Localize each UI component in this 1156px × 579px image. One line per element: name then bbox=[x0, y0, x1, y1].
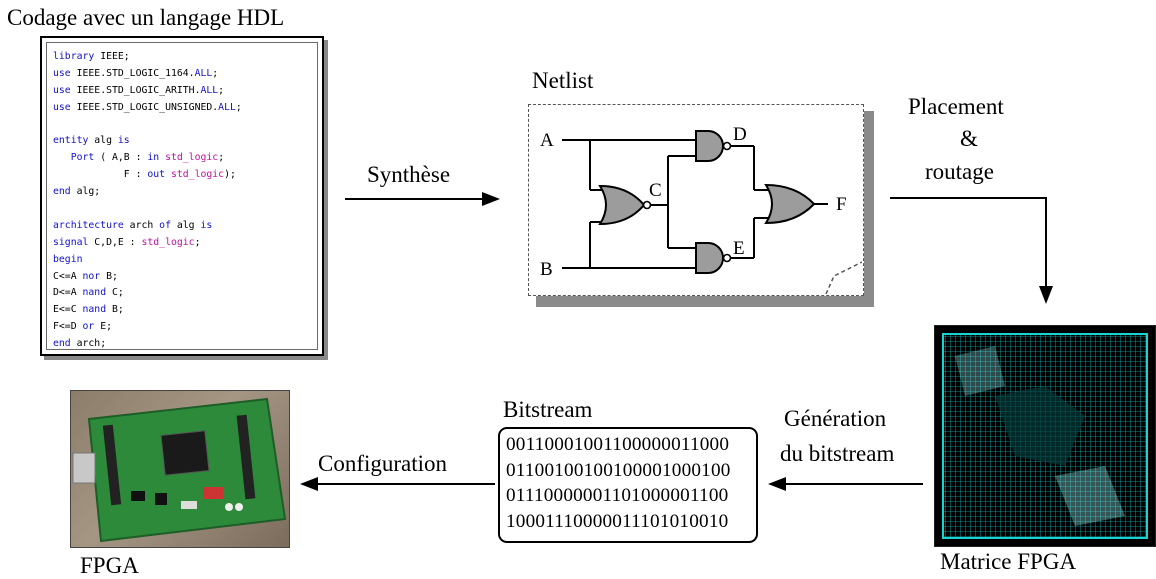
code-line: F<=D or E; bbox=[53, 321, 112, 333]
hdl-title: Codage avec un langage HDL bbox=[7, 5, 285, 30]
nand-gate-e bbox=[695, 242, 732, 274]
signal-e-label: E bbox=[733, 238, 745, 259]
configuration-label: Configuration bbox=[318, 451, 448, 476]
code-line: C<=A nor B; bbox=[53, 270, 118, 282]
arrow-configuration bbox=[300, 477, 495, 491]
signal-b-label: B bbox=[540, 259, 553, 280]
bitstream-line: 01110000001101000001100 bbox=[506, 485, 729, 506]
fpga-board-illustration bbox=[72, 397, 287, 543]
bitstream-line: 00110001001100000011000 bbox=[506, 434, 730, 455]
code-line: end arch; bbox=[53, 338, 107, 350]
arrow-synthesis bbox=[345, 192, 500, 206]
synthesis-label: Synthèse bbox=[367, 162, 451, 187]
nand-gate-d bbox=[695, 130, 732, 162]
code-line: signal C,D,E : std_logic; bbox=[53, 236, 201, 248]
bitstream-box: 00110001001100000011000 01100100100100001… bbox=[498, 427, 758, 543]
code-line: entity alg is bbox=[53, 135, 130, 147]
arrow-placement bbox=[890, 197, 1053, 304]
code-line: architecture arch of alg is bbox=[53, 219, 213, 231]
fpga-label: FPGA bbox=[80, 553, 139, 578]
bitstream-lines: 00110001001100000011000 01100100100100001… bbox=[506, 432, 731, 534]
vhdl-code-window: library IEEE; use IEEE.STD_LOGIC_1164.ALL… bbox=[40, 36, 324, 356]
code-line: library IEEE; bbox=[53, 51, 130, 62]
vhdl-code: library IEEE; use IEEE.STD_LOGIC_1164.ALL… bbox=[47, 43, 317, 353]
code-line: E<=C nand B; bbox=[53, 304, 124, 316]
matrix-label: Matrice FPGA bbox=[940, 549, 1077, 574]
bitstream-line: 01100100100100001000100 bbox=[506, 459, 731, 481]
placement-label-1: Placement bbox=[908, 94, 1004, 119]
bitstream-line: 10001110000011101010010 bbox=[506, 510, 729, 532]
netlist-schematic: A B C D E F bbox=[540, 124, 862, 294]
bitstream-title: Bitstream bbox=[503, 397, 593, 422]
signal-c-label: C bbox=[649, 180, 662, 201]
code-line: use IEEE.STD_LOGIC_ARITH.ALL; bbox=[53, 84, 225, 96]
placement-label-3: routage bbox=[925, 159, 994, 184]
signal-d-label: D bbox=[733, 124, 747, 145]
code-line: D<=A nand C; bbox=[53, 287, 124, 299]
netlist-title: Netlist bbox=[532, 68, 594, 93]
code-line: F : out std_logic); bbox=[53, 169, 236, 181]
placement-label-2: & bbox=[960, 126, 978, 151]
code-editor-frame: library IEEE; use IEEE.STD_LOGIC_1164.ALL… bbox=[46, 42, 318, 350]
fpga-matrix-illustration bbox=[942, 333, 1148, 539]
fpga-board-photo bbox=[70, 390, 290, 548]
fpga-matrix-image bbox=[934, 325, 1156, 547]
generation-label-2: du bitstream bbox=[780, 441, 895, 466]
nor-gate bbox=[598, 184, 652, 226]
code-line: use IEEE.STD_LOGIC_1164.ALL; bbox=[53, 67, 219, 79]
generation-label-1: Génération bbox=[784, 406, 887, 431]
signal-f-label: F bbox=[836, 194, 847, 215]
code-line: begin bbox=[53, 253, 83, 265]
arrow-generation bbox=[768, 477, 923, 491]
or-gate bbox=[764, 183, 816, 225]
page-fold bbox=[826, 262, 862, 294]
signal-a-label: A bbox=[540, 130, 554, 151]
code-line: Port ( A,B : in std_logic; bbox=[70, 152, 225, 164]
code-line: use IEEE.STD_LOGIC_UNSIGNED.ALL; bbox=[53, 101, 242, 113]
code-line: end alg; bbox=[53, 186, 101, 198]
